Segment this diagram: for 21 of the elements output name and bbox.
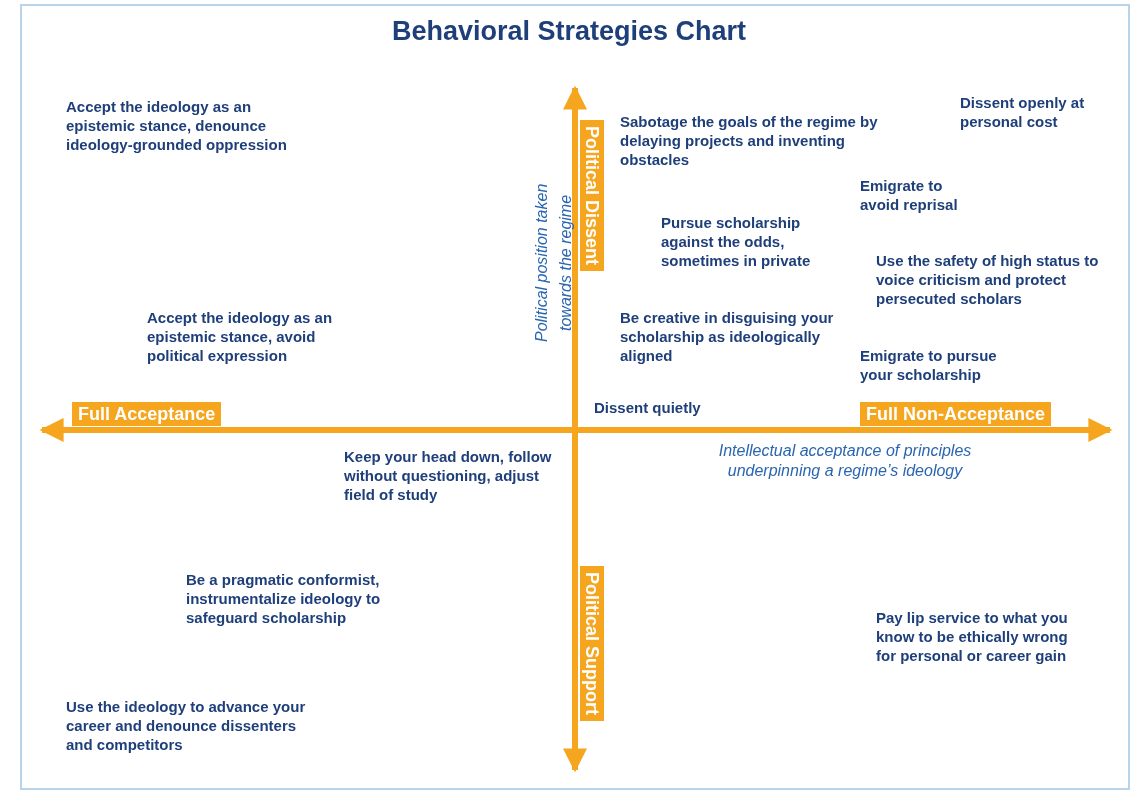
axis-title: Political position taken towards the regime [532, 182, 575, 344]
strategy-text: Accept the ideology as an epistemic stance, denounce ideology-grounded oppression [66, 97, 288, 154]
axis-end-label: Political Dissent [580, 120, 604, 272]
axis-title: Intellectual acceptance of principles underpinning a regime’s ideology [717, 441, 973, 481]
axis-end-label: Full Non-Acceptance [860, 402, 1052, 426]
axis-end-label: Full Acceptance [72, 402, 222, 426]
strategy-text: Be creative in disguising your scholarship as ideologically aligned [620, 308, 835, 365]
axis-end-label: Political Support [580, 566, 604, 721]
strategy-text: Emigrate to avoid reprisal [860, 176, 959, 214]
strategy-text: Dissent quietly [594, 398, 702, 417]
strategy-text: Use the ideology to advance your career and denounce dissenters and competitors [66, 697, 307, 754]
strategy-text: Be a pragmatic conformist, instrumentalize ideology to safeguard scholarship [186, 570, 382, 627]
strategy-text: Accept the ideology as an epistemic stance, avoid political expression [147, 308, 334, 365]
strategy-text: Emigrate to pursue your scholarship [860, 346, 998, 384]
strategy-text: Dissent openly at personal cost [960, 93, 1086, 131]
strategy-text: Keep your head down, follow without questioning, adjust field of study [344, 447, 553, 504]
chart-title: Behavioral Strategies Chart [390, 16, 748, 47]
strategy-text: Use the safety of high status to voice criticism and protect persecuted scholars [876, 251, 1100, 308]
strategy-text: Sabotage the goals of the regime by delaying projects and inventing obstacles [620, 112, 879, 169]
strategy-text: Pay lip service to what you know to be ethically wrong for personal or career gain [876, 608, 1069, 665]
strategy-text: Pursue scholarship against the odds, sometimes in private [661, 213, 812, 270]
